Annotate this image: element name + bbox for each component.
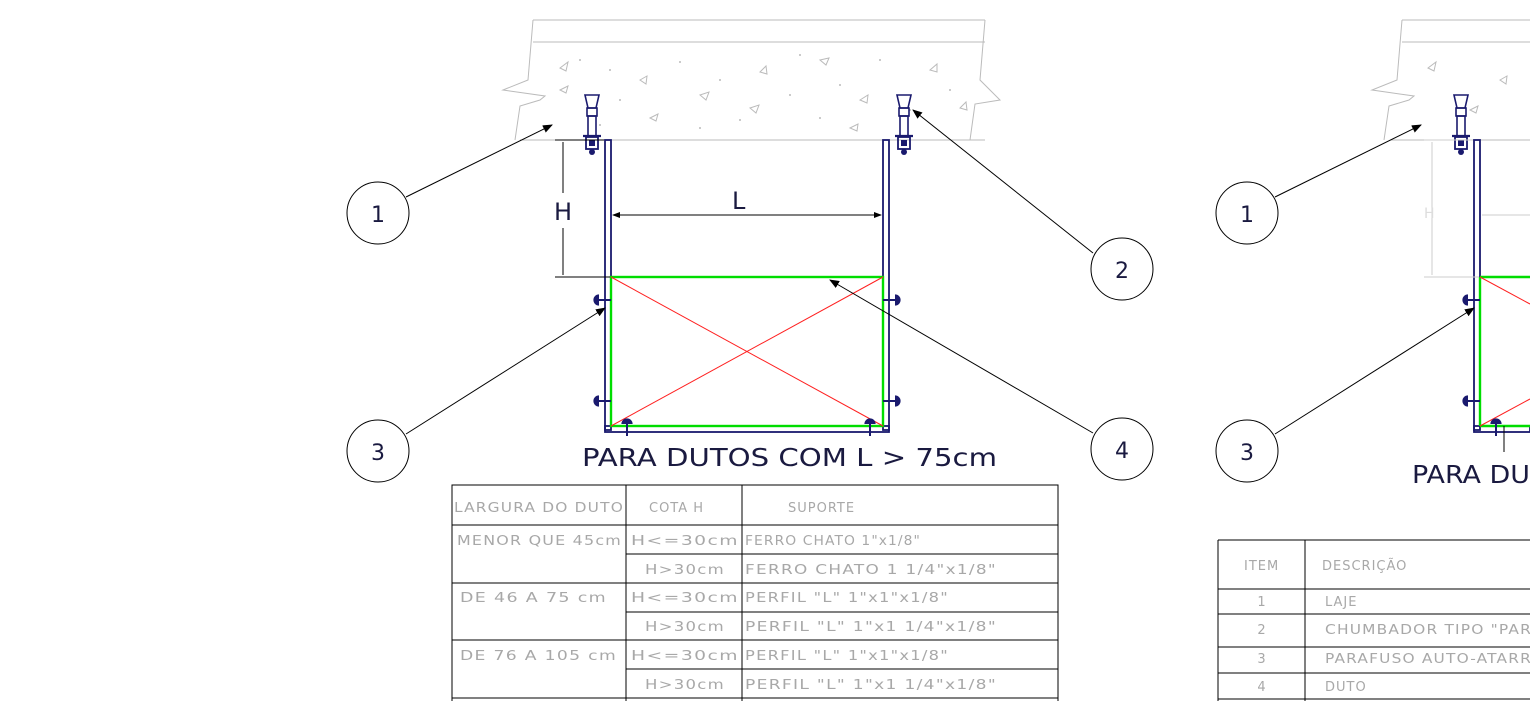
table-cell: MENOR QUE 45cm <box>457 534 622 549</box>
hanger-left <box>581 93 612 431</box>
table-cell: DE 46 A 75 cm <box>460 591 607 606</box>
table-cell: PERFIL "L" 1"x1 1/4"x1/8" <box>745 620 997 635</box>
callout-1-right: 1 <box>1215 181 1279 245</box>
callout-4: 4 <box>1090 417 1154 481</box>
screws-right <box>1462 294 1502 437</box>
concrete-slab <box>501 19 1002 141</box>
leader-lines-right <box>1274 124 1475 435</box>
table-cell: H>30cm <box>645 563 725 578</box>
support-header-h: COTA H <box>649 501 704 516</box>
table-cell: H>30cm <box>645 620 725 635</box>
dimension-h <box>555 139 610 278</box>
table-cell: PERFIL "L" 1"x1"x1/8" <box>745 591 949 606</box>
left-detail: H L 1 2 3 4 PARA DUTOS COM L > 7 <box>346 19 1154 483</box>
support-header-width: LARGURA DO DUTO <box>454 501 624 516</box>
svg-text:1: 1 <box>371 203 385 228</box>
svg-text:3: 3 <box>371 441 385 466</box>
dimension-h-label-right: H <box>1424 206 1435 222</box>
legend-header-item: ITEM <box>1244 559 1279 574</box>
table-cell: H<=30cm <box>631 534 739 549</box>
table-cell: H<=30cm <box>631 591 739 606</box>
table-cell: FERRO CHATO 1"x1/8" <box>745 534 921 549</box>
callout-3-right: 3 <box>1215 419 1279 483</box>
leader-lines <box>405 109 1094 435</box>
callout-3: 3 <box>346 419 410 483</box>
legend-cell: PARAFUSO AUTO-ATARR <box>1325 652 1530 667</box>
legend-cell: LAJE <box>1325 595 1357 610</box>
svg-text:4: 4 <box>1115 439 1129 464</box>
concrete-slab-right <box>1370 19 1530 141</box>
svg-text:3: 3 <box>1240 441 1254 466</box>
support-header-support: SUPORTE <box>788 501 855 516</box>
legend-header-desc: DESCRIÇÃO <box>1322 558 1407 574</box>
duct-right <box>1478 275 1530 428</box>
legend-cell: DUTO <box>1325 680 1367 695</box>
legend-cell: 4 <box>1257 680 1266 695</box>
legend-cell: 1 <box>1257 595 1266 610</box>
hanger-right-view <box>1450 93 1530 433</box>
dimension-h-label: H <box>554 198 572 226</box>
duct <box>609 275 885 428</box>
right-detail: H 1 3 PARA DU <box>1215 19 1530 489</box>
table-cell: FERRO CHATO 1 1/4"x1/8" <box>745 563 997 578</box>
dimension-l-label: L <box>732 187 746 215</box>
screws <box>593 294 901 437</box>
legend-cell: 2 <box>1257 623 1266 638</box>
table-cell: DE 76 A 105 cm <box>460 649 617 664</box>
callout-1: 1 <box>346 181 410 245</box>
right-caption: PARA DU <box>1412 460 1530 489</box>
hanger-right <box>882 93 915 431</box>
table-cell: H<=30cm <box>631 649 739 664</box>
legend-cell: CHUMBADOR TIPO "PAR <box>1325 623 1530 638</box>
legend-cell: 3 <box>1257 652 1266 667</box>
support-table: LARGURA DO DUTO COTA H SUPORTE MENOR QUE… <box>451 484 1059 701</box>
svg-text:1: 1 <box>1240 203 1254 228</box>
table-cell: PERFIL "L" 1"x1 1/4"x1/8" <box>745 678 997 693</box>
legend-table: ITEM DESCRIÇÃO 1 LAJE 2 CHUMBADOR TIPO "… <box>1217 539 1530 701</box>
svg-text:2: 2 <box>1115 259 1129 284</box>
table-cell: PERFIL "L" 1"x1"x1/8" <box>745 649 949 664</box>
callout-2: 2 <box>1090 237 1154 301</box>
table-cell: H>30cm <box>645 678 725 693</box>
left-caption: PARA DUTOS COM L > 75cm <box>582 443 997 472</box>
